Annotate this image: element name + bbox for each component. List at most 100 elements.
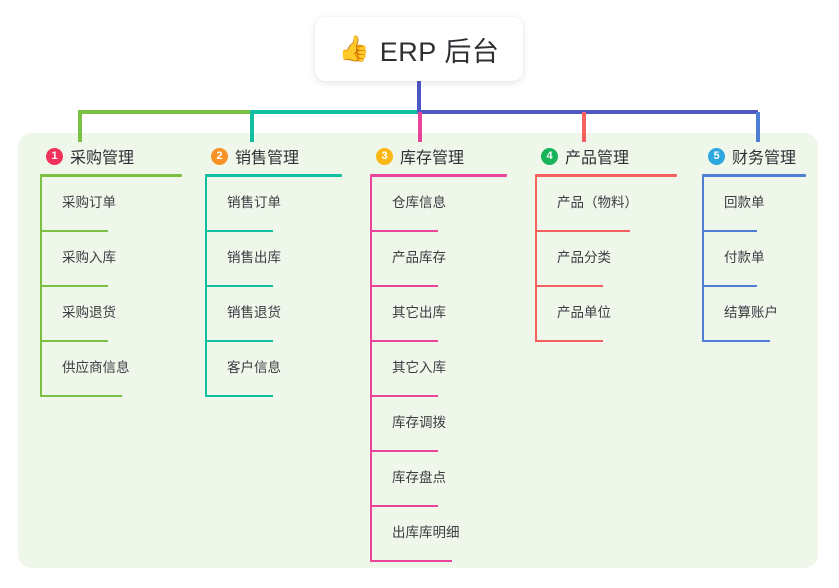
branch-header-inventory[interactable]: 3 库存管理 bbox=[370, 143, 515, 169]
branch-item[interactable]: 库存盘点 bbox=[370, 452, 515, 507]
branch-item-rule bbox=[42, 395, 122, 397]
branch-item-label: 采购退货 bbox=[62, 305, 116, 320]
branch-item-label: 库存调拨 bbox=[392, 415, 446, 430]
branch-number-badge: 2 bbox=[211, 147, 228, 165]
root-node-title: ERP 后台 bbox=[379, 36, 500, 67]
branch-item[interactable]: 客户信息 bbox=[205, 342, 350, 397]
branch-item-label: 产品分类 bbox=[557, 250, 611, 265]
branch-number-badge: 4 bbox=[541, 147, 558, 165]
drop-product bbox=[582, 112, 586, 142]
branch-header-sales[interactable]: 2 销售管理 bbox=[205, 143, 350, 169]
branch-item[interactable]: 采购退货 bbox=[40, 287, 190, 342]
branch-spine bbox=[370, 177, 372, 562]
branch-item-label: 回款单 bbox=[724, 195, 765, 210]
branch-item-rule bbox=[207, 340, 273, 342]
branch-item-list: 销售订单销售出库销售退货客户信息 bbox=[205, 177, 350, 397]
branch-item[interactable]: 采购订单 bbox=[40, 177, 190, 232]
branch-item[interactable]: 产品单位 bbox=[535, 287, 685, 342]
branch-item-rule bbox=[372, 395, 438, 397]
branch-item-rule bbox=[372, 230, 438, 232]
branch-item-rule bbox=[704, 285, 757, 287]
root-stem-connector bbox=[417, 81, 421, 113]
branch-header-rule bbox=[40, 174, 182, 177]
branch-item-rule bbox=[372, 560, 452, 562]
branch-column-sales: 2 销售管理销售订单销售出库销售退货客户信息 bbox=[205, 143, 350, 397]
drop-purchase bbox=[78, 112, 82, 142]
branch-header-rule bbox=[205, 174, 342, 177]
thumbs-up-icon: 👍 bbox=[338, 34, 370, 63]
branch-column-finance: 5 财务管理回款单付款单结算账户 bbox=[702, 143, 814, 342]
root-node-erp-backend[interactable]: 👍 ERP 后台 bbox=[315, 17, 523, 81]
branch-number-badge: 1 bbox=[46, 147, 63, 165]
branch-item-label: 其它出库 bbox=[392, 305, 446, 320]
branch-header-finance[interactable]: 5 财务管理 bbox=[702, 143, 814, 169]
branch-item[interactable]: 销售订单 bbox=[205, 177, 350, 232]
branch-spine bbox=[40, 177, 42, 397]
branch-item-rule bbox=[207, 395, 273, 397]
branch-item-label: 其它入库 bbox=[392, 360, 446, 375]
branch-item-rule bbox=[42, 285, 108, 287]
branch-item-label: 付款单 bbox=[724, 250, 765, 265]
branch-item[interactable]: 仓库信息 bbox=[370, 177, 515, 232]
drop-sales bbox=[250, 112, 254, 142]
branch-item[interactable]: 库存调拨 bbox=[370, 397, 515, 452]
branch-header-rule bbox=[370, 174, 507, 177]
branch-header-label: 产品管理 bbox=[565, 150, 630, 167]
branch-spine bbox=[205, 177, 207, 397]
branch-item[interactable]: 供应商信息 bbox=[40, 342, 190, 397]
branch-item[interactable]: 回款单 bbox=[702, 177, 814, 232]
branch-item-rule bbox=[42, 340, 108, 342]
branch-item-label: 产品库存 bbox=[392, 250, 446, 265]
branch-item-label: 产品单位 bbox=[557, 305, 611, 320]
branch-item-label: 销售退货 bbox=[227, 305, 281, 320]
branch-item-label: 结算账户 bbox=[724, 305, 778, 320]
branch-item-rule bbox=[372, 285, 438, 287]
branch-panel bbox=[18, 133, 818, 568]
branch-item[interactable]: 出库库明细 bbox=[370, 507, 515, 562]
branch-item[interactable]: 产品库存 bbox=[370, 232, 515, 287]
branch-header-label: 财务管理 bbox=[732, 150, 797, 167]
branch-item-label: 库存盘点 bbox=[392, 470, 446, 485]
branch-item-rule bbox=[537, 340, 603, 342]
branch-item-rule bbox=[372, 450, 438, 452]
branch-item-label: 销售出库 bbox=[227, 250, 281, 265]
branch-item[interactable]: 产品（物料） bbox=[535, 177, 685, 232]
branch-number-badge: 5 bbox=[708, 147, 725, 165]
branch-item[interactable]: 付款单 bbox=[702, 232, 814, 287]
branch-item[interactable]: 产品分类 bbox=[535, 232, 685, 287]
branch-column-product: 4 产品管理产品（物料） 产品分类产品单位 bbox=[535, 143, 685, 342]
branch-item-label: 供应商信息 bbox=[62, 360, 130, 375]
branch-item-rule bbox=[537, 285, 603, 287]
branch-item[interactable]: 销售出库 bbox=[205, 232, 350, 287]
branch-item-rule bbox=[207, 285, 273, 287]
branch-item-rule bbox=[704, 340, 770, 342]
branch-item-rule bbox=[207, 230, 273, 232]
drop-finance bbox=[756, 112, 760, 142]
branch-item-list: 产品（物料） 产品分类产品单位 bbox=[535, 177, 685, 342]
branch-item-rule bbox=[42, 230, 108, 232]
branch-item-label: 采购订单 bbox=[62, 195, 116, 210]
segment-green bbox=[78, 110, 250, 114]
branch-item-list: 回款单付款单结算账户 bbox=[702, 177, 814, 342]
branch-item[interactable]: 其它入库 bbox=[370, 342, 515, 397]
branch-item-label: 采购入库 bbox=[62, 250, 116, 265]
branch-spine bbox=[535, 177, 537, 342]
branch-item-list: 仓库信息产品库存其它出库其它入库库存调拨库存盘点出库库明细 bbox=[370, 177, 515, 562]
branch-item[interactable]: 销售退货 bbox=[205, 287, 350, 342]
branch-header-purchase[interactable]: 1 采购管理 bbox=[40, 143, 190, 169]
branch-header-rule bbox=[702, 174, 806, 177]
branch-header-label: 销售管理 bbox=[235, 150, 300, 167]
branch-header-rule bbox=[535, 174, 677, 177]
branch-number-badge: 3 bbox=[376, 147, 393, 165]
branch-item[interactable]: 结算账户 bbox=[702, 287, 814, 342]
branch-item[interactable]: 其它出库 bbox=[370, 287, 515, 342]
branch-header-label: 库存管理 bbox=[400, 150, 465, 167]
branch-item-rule bbox=[704, 230, 757, 232]
branch-item-label: 客户信息 bbox=[227, 360, 281, 375]
branch-header-label: 采购管理 bbox=[70, 150, 135, 167]
branch-item[interactable]: 采购入库 bbox=[40, 232, 190, 287]
branch-item-label: 销售订单 bbox=[227, 195, 281, 210]
branch-header-product[interactable]: 4 产品管理 bbox=[535, 143, 685, 169]
branch-item-rule bbox=[372, 340, 438, 342]
